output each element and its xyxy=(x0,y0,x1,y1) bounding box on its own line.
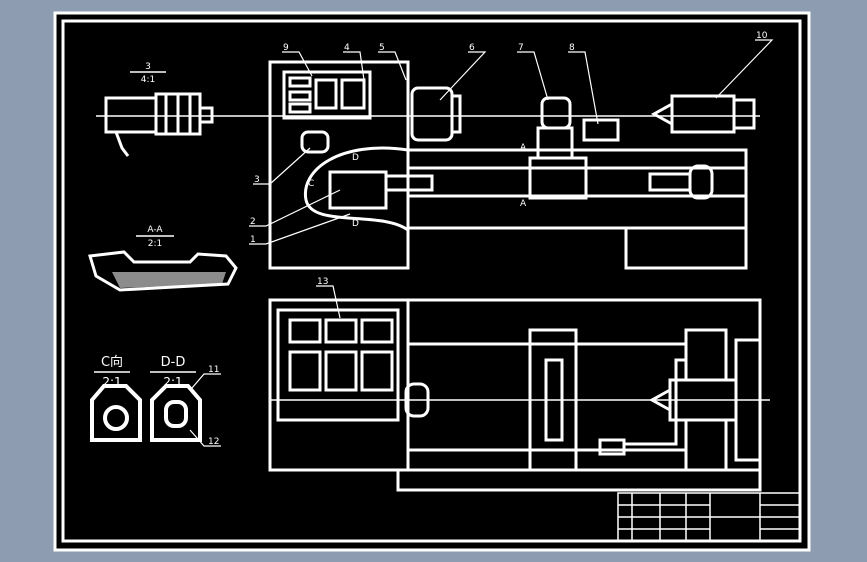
callout-leaders xyxy=(189,39,774,447)
section-dd-scale: 2:1 xyxy=(163,375,182,389)
callout-3: 3 xyxy=(254,175,260,185)
section-aa-drawing xyxy=(88,250,238,292)
front-view xyxy=(268,60,756,270)
detail-3-number: 3 xyxy=(145,62,151,72)
callout-9: 9 xyxy=(283,43,289,53)
callout-6: 6 xyxy=(469,43,475,53)
gauge-unit xyxy=(300,130,330,154)
callout-13: 13 xyxy=(317,277,328,287)
view-c-scale: 2:1 xyxy=(102,375,121,389)
section-mark-a-bottom: A xyxy=(520,199,527,209)
callout-1: 1 xyxy=(250,235,256,245)
bed-leg xyxy=(624,226,748,270)
inner-border xyxy=(61,19,802,543)
callout-12: 12 xyxy=(208,437,219,447)
section-dd-name: D-D xyxy=(161,355,186,370)
section-aa-scale: 2:1 xyxy=(148,239,162,249)
detail-3-scale: 4:1 xyxy=(141,75,155,85)
callout-5: 5 xyxy=(379,43,385,53)
callout-4: 4 xyxy=(344,43,350,53)
section-mark-d-bottom: D xyxy=(352,219,359,229)
view-c-name: C向 xyxy=(101,354,123,370)
callout-10: 10 xyxy=(756,31,768,41)
detail-3-drawing xyxy=(104,92,214,157)
callout-8: 8 xyxy=(569,43,575,53)
callout-7: 7 xyxy=(518,43,524,53)
section-mark-a-top: A xyxy=(520,143,527,153)
section-mark-d-top: D xyxy=(352,153,359,163)
section-mark-c: C xyxy=(308,179,314,189)
tool-post xyxy=(540,96,572,130)
callout-2: 2 xyxy=(250,217,256,227)
motor-8 xyxy=(582,118,620,142)
title-block xyxy=(617,492,801,542)
control-panel xyxy=(282,70,372,120)
callout-11: 11 xyxy=(208,365,219,375)
callout-labels: 1 2 3 4 5 6 7 8 9 10 11 12 13 xyxy=(208,31,768,447)
section-aa-name: A-A xyxy=(147,225,163,235)
plan-view xyxy=(268,298,762,492)
view-c-drawing xyxy=(90,384,142,442)
section-dd-drawing xyxy=(150,384,202,442)
